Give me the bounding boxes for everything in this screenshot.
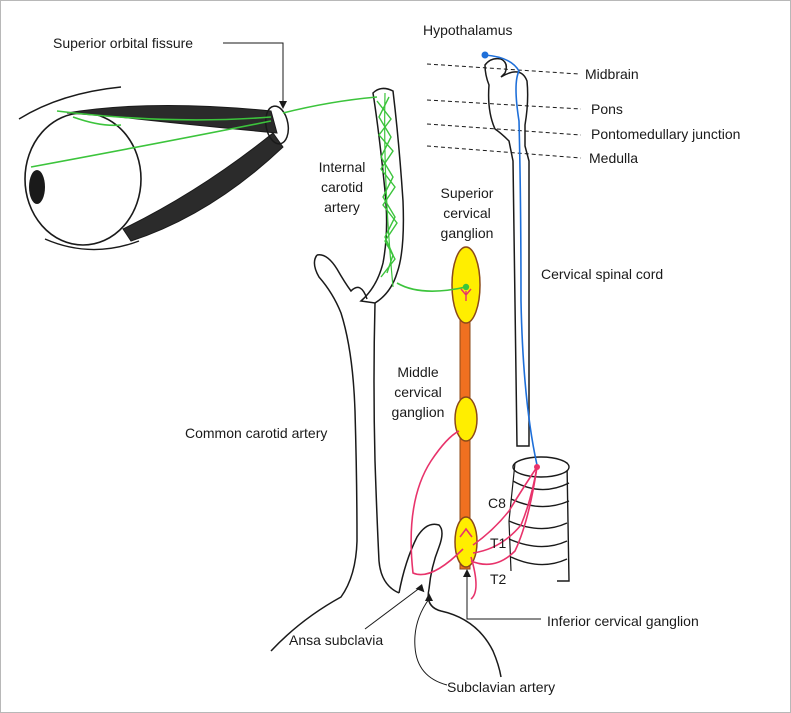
- orbit-lower-wall: [122, 132, 284, 242]
- green-fissure-lower-branch: [30, 120, 272, 168]
- label-superior-cervical-ganglion: Superior cervical ganglion: [429, 183, 505, 243]
- carotid-vessels: [270, 254, 502, 678]
- midbrain-level-line: [426, 63, 580, 75]
- label-internal-carotid-artery: Internal carotid artery: [307, 157, 377, 217]
- green-fissure-upper-branch: [56, 110, 272, 121]
- label-cervical-spinal-cord: Cervical spinal cord: [541, 266, 664, 282]
- red-t2-root: [470, 466, 538, 566]
- carotid-plexus-center: [384, 92, 394, 288]
- mcg-line-3: ganglion: [391, 404, 445, 420]
- medulla-level-line: [426, 145, 582, 159]
- scg-synapse-mark: [460, 288, 472, 301]
- scg-line-3: ganglion: [440, 225, 494, 241]
- label-pontomedullary-junction: Pontomedullary junction: [591, 126, 741, 142]
- carotid-plexus-zigzag-a: [376, 100, 398, 278]
- green-scg-to-ica: [396, 282, 467, 292]
- ciliospinal-center-dot: [534, 464, 540, 470]
- second-order-neuron: [410, 430, 538, 600]
- third-order-neuron: [30, 96, 467, 292]
- leader-lines: [223, 42, 541, 686]
- icg-leader: [466, 575, 541, 620]
- label-c8: C8: [488, 495, 506, 511]
- ica-line-3: artery: [324, 199, 360, 215]
- scg-line-1: Superior: [440, 185, 494, 201]
- brainstem-outline: [484, 57, 530, 447]
- brainstem-spinal-cord: [484, 57, 570, 582]
- label-midbrain: Midbrain: [585, 66, 639, 82]
- pontomedullary-level-line: [426, 123, 582, 136]
- label-t2: T2: [490, 571, 507, 587]
- fissure-leader: [223, 42, 284, 101]
- label-middle-cervical-ganglion: Middle cervical ganglion: [383, 362, 453, 422]
- eyelid-upper: [18, 86, 122, 120]
- label-subclavian-artery: Subclavian artery: [447, 679, 556, 695]
- label-common-carotid-artery: Common carotid artery: [185, 425, 328, 441]
- icg-synapse-mark: [459, 527, 473, 538]
- red-icg-exit: [470, 556, 477, 600]
- first-order-neuron: [484, 54, 538, 466]
- eye: [18, 86, 290, 251]
- common-carotid-left-wall: [270, 254, 358, 652]
- pons-level-line: [426, 99, 582, 110]
- ansa-subclavia-loop: [410, 430, 464, 576]
- hypothalamus-neuron-dot: [481, 51, 489, 59]
- level-lines: [426, 63, 582, 159]
- red-c8-root: [472, 466, 538, 546]
- label-t1: T1: [490, 535, 507, 551]
- eyelid-lower: [44, 238, 140, 251]
- mcg-line-1: Middle: [397, 364, 439, 380]
- external-carotid-cap: [316, 254, 368, 300]
- subclavian-artery-outline: [427, 588, 502, 678]
- ica-line-1: Internal: [318, 159, 366, 175]
- label-pons: Pons: [591, 101, 623, 117]
- green-ica-to-fissure: [282, 96, 378, 114]
- scg-line-2: cervical: [443, 205, 491, 221]
- ica-line-2: carotid: [320, 179, 364, 195]
- inferior-cervical-ganglion: [454, 516, 478, 568]
- subclavian-leader: [414, 598, 448, 686]
- ansa-leader: [364, 586, 422, 630]
- green-lid-branch: [72, 116, 122, 127]
- middle-cervical-ganglion: [454, 396, 478, 442]
- mcg-line-2: cervical: [394, 384, 442, 400]
- label-inferior-cervical-ganglion: Inferior cervical ganglion: [547, 613, 699, 629]
- label-medulla: Medulla: [589, 150, 639, 166]
- pupil: [29, 170, 45, 204]
- label-ansa-subclavia: Ansa subclavia: [289, 632, 384, 648]
- vertebral-branch: [398, 523, 443, 594]
- common-carotid-right-wall: [373, 302, 400, 594]
- green-synapse-dot: [462, 283, 470, 291]
- label-superior-orbital-fissure: Superior orbital fissure: [53, 35, 194, 51]
- internal-carotid-artery: [359, 87, 405, 304]
- vertebral-column: [508, 456, 570, 582]
- label-hypothalamus: Hypothalamus: [423, 22, 513, 38]
- superior-orbital-fissure-ring: [264, 105, 290, 145]
- ica-outline: [359, 87, 405, 304]
